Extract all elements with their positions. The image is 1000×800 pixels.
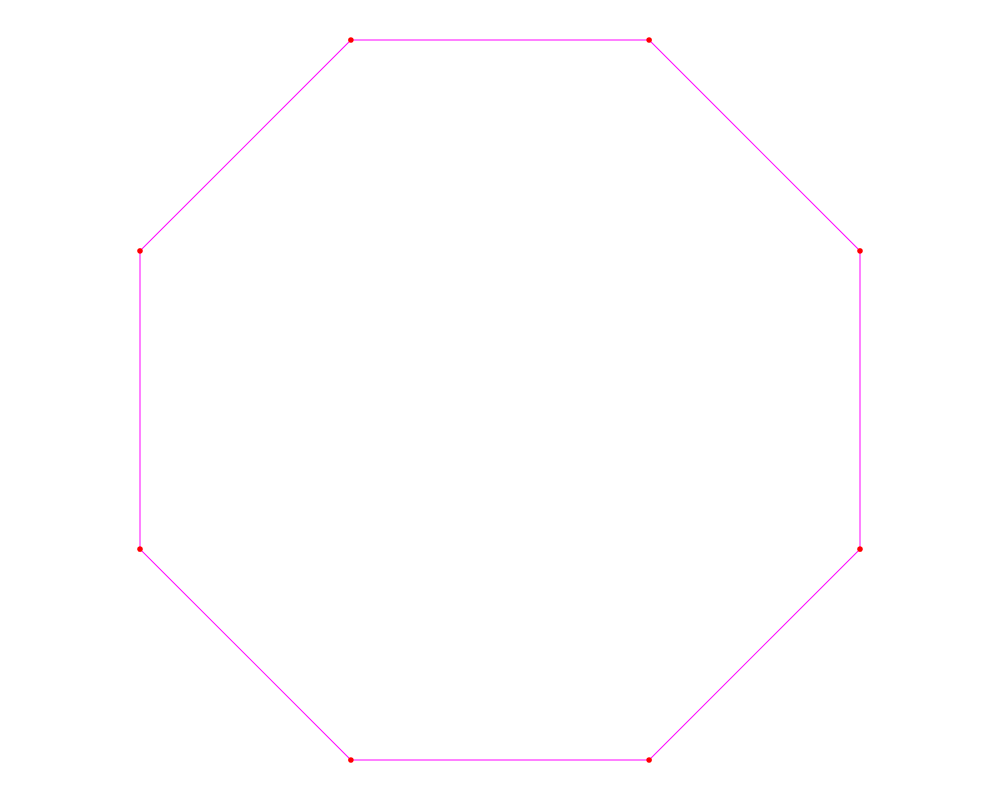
octagon-vertex-7: [137, 546, 143, 552]
octagon-edge-2: [648, 39, 861, 252]
octagon-vertex-5: [646, 757, 652, 763]
octagon-vertex-1: [348, 37, 354, 43]
octagon-vertex-3: [857, 248, 863, 254]
octagon-vertex-6: [348, 757, 354, 763]
octagon-edges: [139, 39, 861, 761]
octagon-vertex-4: [857, 546, 863, 552]
octagon-vertex-2: [646, 37, 652, 43]
octagon-edge-4: [648, 548, 861, 761]
octagon-vertex-8: [137, 248, 143, 254]
octagon-vertices: [137, 37, 863, 763]
octagon-edge-8: [139, 39, 352, 252]
octagon-edge-6: [139, 548, 352, 761]
